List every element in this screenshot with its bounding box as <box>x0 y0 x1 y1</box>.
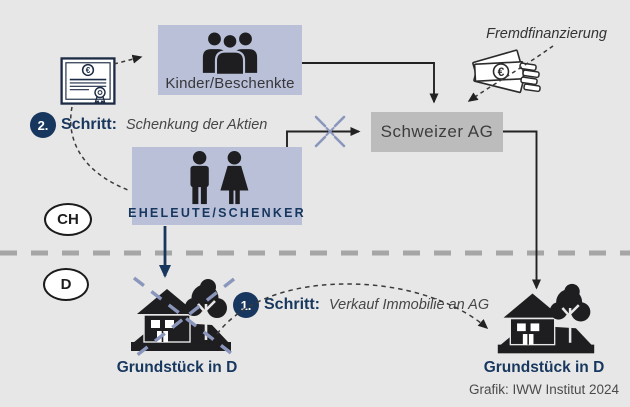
node-eheleute-schenker: EHELEUTE/SCHENKER <box>128 147 304 225</box>
kinder-to-ag-arrow <box>302 62 439 104</box>
eheleute-to-ag-arrow <box>286 127 361 147</box>
schweizer-ag-label: Schweizer AG <box>380 122 494 141</box>
region-ch-badge: CH <box>44 203 92 236</box>
svg-text:€: € <box>86 66 91 75</box>
fremdfinanzierung-label: Fremdfinanzierung <box>486 26 607 42</box>
people-group-icon <box>199 30 261 76</box>
grundstueck-right-label: Grundstück in D <box>483 359 605 376</box>
node-schweizer-ag: Schweizer AG <box>371 112 503 152</box>
man-woman-icon <box>176 150 258 206</box>
step1-number-badge: 1. <box>233 292 259 318</box>
cross-out-marker <box>314 115 346 148</box>
svg-text:€: € <box>498 65 505 79</box>
ch-label: CH <box>57 211 79 228</box>
share-certificate-icon: € <box>60 57 116 105</box>
region-d-badge: D <box>43 268 89 301</box>
eheleute-label: EHELEUTE/SCHENKER <box>128 206 306 220</box>
d-label: D <box>60 276 72 293</box>
step1-description: Verkauf Immobilie an AG <box>329 297 490 313</box>
ag-to-right-house-arrow <box>503 130 541 290</box>
step2-title: Schritt: <box>61 116 117 133</box>
step2-description: Schenkung der Aktien <box>126 117 268 133</box>
step2-number-badge: 2. <box>30 112 56 138</box>
step1-title: Schritt: <box>264 296 320 313</box>
graphic-credit: Grafik: IWW Institut 2024 <box>468 382 619 397</box>
step2-annotation: 2. Schritt: Schenkung der Aktien <box>30 112 267 138</box>
cert-to-kinder-arrow <box>113 54 143 65</box>
house-tree-right-icon <box>491 281 601 362</box>
kinder-label: Kinder/Beschenkte <box>165 75 295 92</box>
node-kinder-beschenkte: Kinder/Beschenkte <box>158 25 302 95</box>
grundstueck-left-label: Grundstück in D <box>116 359 238 376</box>
house-tree-left-icon <box>125 276 237 360</box>
step1-annotation: 1. Schritt: Verkauf Immobilie an AG <box>233 292 489 318</box>
banknotes-icon: € <box>468 44 548 98</box>
